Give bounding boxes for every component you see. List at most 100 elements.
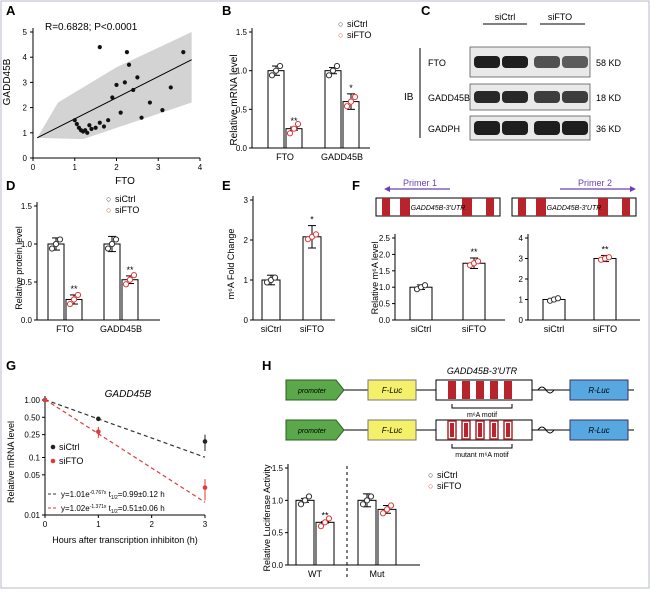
panel-a-point — [97, 45, 102, 50]
panel-f2-y-tick-label: 4 — [519, 234, 524, 243]
panel-h-dot — [301, 497, 309, 504]
panel-d-dot — [74, 291, 82, 299]
panel-h-wt-motif — [490, 381, 498, 399]
panel-f1-significance: ** — [470, 247, 478, 257]
panel-a-x-tick-label: 0 — [31, 163, 36, 172]
panel-f-construct1-primer-label: Primer 1 — [403, 178, 437, 188]
panel-d-dot — [52, 240, 60, 248]
panel-c-band — [534, 56, 560, 68]
panel-h-letter: H — [262, 358, 271, 373]
panel-a-point — [160, 108, 165, 113]
legend-sifto-marker: ○ — [106, 205, 111, 215]
panel-f-construct2-primer-arrow — [630, 186, 636, 192]
panel-b-dot — [329, 67, 337, 74]
panel-d-dot — [126, 276, 134, 283]
panel-h-mut-squiggle — [537, 426, 555, 434]
panel-h-bar — [295, 499, 315, 566]
legend-ctrl-label: siCtrl — [347, 19, 368, 29]
panel-h-mut-motif-mut — [478, 423, 482, 437]
panel-h-dot — [363, 497, 371, 504]
panel-d-dot — [130, 272, 138, 279]
panel-h-dot — [297, 501, 305, 508]
panel-a-x-tick-label: 1 — [73, 163, 78, 172]
panel-g-point — [202, 485, 208, 490]
panel-g-fit-ctrl — [44, 399, 206, 458]
panel-h-wt-rluc — [569, 379, 629, 401]
panel-a-y-tick-label: 5 — [23, 28, 28, 37]
panel-g-legend-ctrl-label: siCtrl — [59, 442, 80, 452]
panel-d-dot — [70, 296, 78, 303]
panel-f-construct2-motif-block — [622, 198, 630, 216]
panel-h-y-tick-label: 0.5 — [272, 529, 284, 538]
panel-f2-y-tick-label: 0 — [519, 316, 524, 325]
panel-f-construct2-motif-block — [518, 198, 526, 216]
panel-g-point — [42, 397, 48, 403]
panel-b: B 0.00.51.01.5**FTO*GADD45B○siCtrl○siFTO… — [222, 3, 371, 162]
panel-g-title: GADD45B — [105, 389, 152, 400]
panel-a-letter: A — [6, 3, 16, 18]
panel-h-mut-motif-mut — [450, 423, 454, 437]
panel-g-y-tick-label: 0.05 — [24, 471, 40, 480]
panel-a-stat: R=0.6828; P<0.0001 — [45, 22, 138, 33]
panel-h-utr-title: GADD45B-3'UTR — [447, 366, 518, 376]
panel-e-y-tick-label: 3 — [244, 196, 249, 205]
panel-h-mut-bracket — [451, 444, 513, 449]
legend-sifto-label: siFTO — [437, 481, 461, 491]
legend-sifto-marker: ○ — [338, 30, 343, 40]
panel-h-wt-promoter — [285, 379, 345, 401]
panel-h-dot — [317, 523, 325, 530]
panel-a-x-tick-label: 4 — [198, 163, 203, 172]
panel-h-motif-label: m⁶A motif — [467, 412, 497, 419]
panel-g-y-tick-label: 0.01 — [24, 511, 40, 520]
panel-h-mut-fluc-label: F-Luc — [382, 426, 402, 435]
panel-e-x-label: siFTO — [300, 324, 324, 334]
legend-sifto-label: siFTO — [347, 30, 371, 40]
panel-g-y-tick-label: 0.25 — [24, 431, 40, 440]
panel-h-mut-motif-mut — [492, 423, 496, 437]
panel-d-dot — [122, 281, 130, 288]
panel-g-ylabel: Relative mRNA level — [6, 421, 16, 503]
panel-f1-dot — [474, 258, 482, 265]
panel-b-dot — [325, 72, 333, 79]
panel-h-wt-squiggle — [537, 386, 555, 394]
panel-d-y-tick-label: 1.5 — [21, 202, 33, 211]
panel-d-y-tick-label: 1.0 — [21, 240, 33, 249]
panel-g-point — [96, 416, 101, 422]
panel-e-y-tick-label: 2 — [244, 236, 249, 245]
panel-c-band — [474, 56, 500, 68]
panel-a-point — [181, 50, 186, 55]
panel-d-letter: D — [6, 178, 15, 193]
panel-f2-significance: ** — [601, 244, 609, 254]
panel-f-construct1-motif-block — [462, 198, 472, 216]
panel-f1-y-tick-label: 2.0 — [379, 250, 391, 259]
legend-ctrl-label: siCtrl — [437, 470, 458, 480]
panel-a-y-tick-label: 0 — [23, 154, 28, 163]
panel-f1-bar — [462, 262, 486, 321]
panel-a-point — [89, 126, 94, 132]
panel-a-xlabel: FTO — [115, 176, 135, 187]
panel-c-size-label: 36 KD — [596, 124, 622, 134]
panel-h-ylabel: Relative Luciferase Activity — [262, 464, 272, 572]
panel-f1-bar — [409, 286, 433, 321]
panel-e-letter: E — [222, 178, 231, 193]
panel-c-band — [534, 91, 560, 103]
panel-f2-y-tick-label: 1 — [519, 296, 524, 305]
panel-h-motif-bracket — [451, 404, 513, 409]
panel-a-point — [135, 75, 140, 80]
panel-g-y-tick-label: 0.1 — [29, 454, 41, 463]
panel-e-x-label: siCtrl — [261, 324, 282, 334]
panel-a-point — [106, 118, 111, 123]
panel-h-x-label: Mut — [369, 569, 385, 579]
panel-f1-y-tick-label: 0.0 — [379, 316, 391, 325]
panel-e-dot — [312, 231, 320, 238]
panel-f-letter: F — [352, 178, 360, 193]
panel-c-size-label: 58 KD — [596, 58, 622, 68]
panel-a-y-tick-label: 3 — [23, 78, 28, 87]
panel-g-legend-ctrl-marker — [50, 444, 56, 450]
panel-d-significance: ** — [126, 265, 134, 275]
